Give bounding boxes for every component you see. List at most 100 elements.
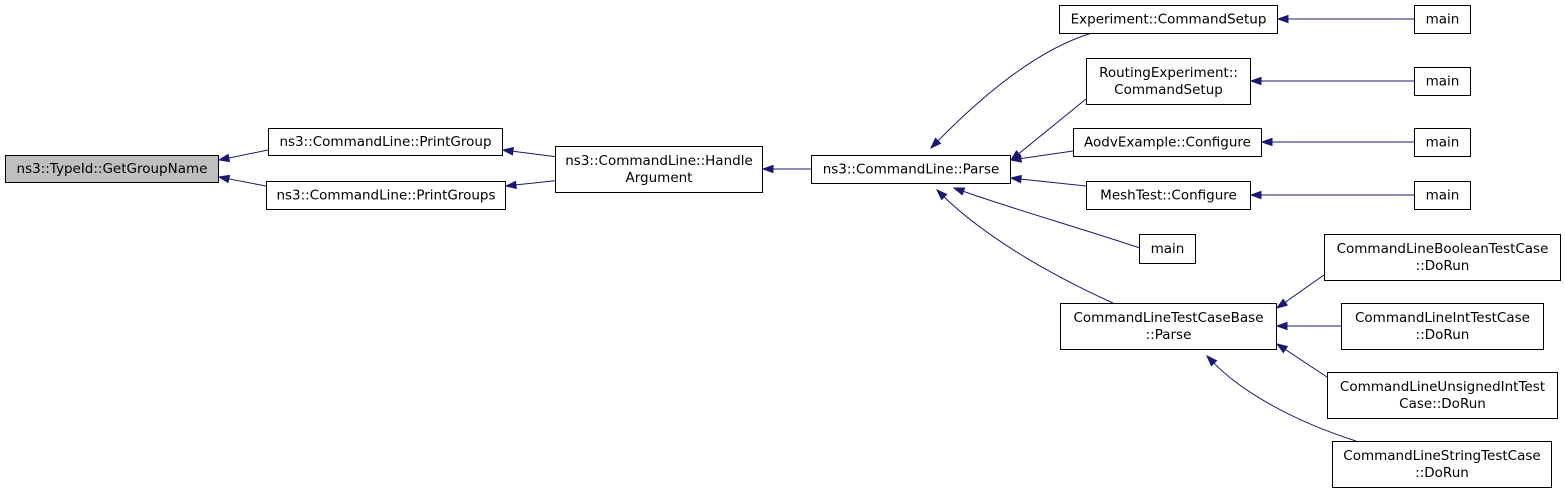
node-box: [1060, 303, 1277, 350]
edge-line: [511, 150, 556, 158]
edge-printgroups-to-gettypegroup: [217, 174, 267, 187]
edge-main-experiment-to-experiment-commandsetup: [1276, 14, 1414, 24]
edge-arrowhead: [217, 153, 231, 163]
edge-line: [962, 190, 1141, 249]
node-box: [811, 155, 1011, 184]
node-box: [1414, 67, 1471, 96]
node-box: [1086, 181, 1251, 210]
edge-arrowhead: [1009, 174, 1022, 184]
edge-unsignedint-dorun-to-testcasebase-parse: [1275, 343, 1328, 378]
node-label: ::Parse: [1146, 327, 1192, 343]
node-label: ::DoRun: [1416, 258, 1470, 274]
edge-main-parse-to-parse: [952, 187, 1141, 249]
node-main-routing[interactable]: main: [1414, 67, 1471, 96]
edge-testcasebase-parse-to-parse: [935, 188, 1114, 304]
node-box: [1324, 234, 1561, 281]
node-label: main: [1426, 135, 1460, 151]
node-main-aodv[interactable]: main: [1414, 128, 1471, 157]
node-main-parse[interactable]: main: [1139, 234, 1196, 264]
node-label: CommandLineTestCaseBase: [1073, 310, 1263, 326]
node-routingexperiment-commandsetup[interactable]: RoutingExperiment::CommandSetup: [1086, 58, 1251, 105]
node-label: MeshTest::Configure: [1100, 188, 1237, 204]
node-testcasebase-parse[interactable]: CommandLineTestCaseBase::Parse: [1060, 303, 1277, 350]
node-gettypegroup[interactable]: ns3::TypeId::GetGroupName: [5, 155, 219, 183]
node-parse[interactable]: ns3::CommandLine::Parse: [811, 155, 1011, 184]
node-box: [5, 155, 219, 183]
node-label: CommandLineBooleanTestCase: [1337, 241, 1549, 257]
edge-arrowhead: [1260, 137, 1273, 147]
nodes-layer: ns3::TypeId::GetGroupNamens3::CommandLin…: [5, 5, 1561, 488]
edge-line: [514, 180, 556, 186]
node-main-experiment[interactable]: main: [1414, 5, 1471, 34]
edge-boolean-dorun-to-testcasebase-parse: [1275, 274, 1325, 309]
edge-main-routing-to-routingexperiment-commandsetup: [1249, 76, 1414, 86]
node-label: ns3::TypeId::GetGroupName: [17, 161, 208, 177]
node-label: ns3::CommandLine::PrintGroups: [276, 188, 495, 204]
node-printgroup[interactable]: ns3::CommandLine::PrintGroup: [268, 128, 503, 156]
edge-arrowhead: [1249, 76, 1262, 86]
edge-printgroup-to-gettypegroup: [217, 149, 269, 163]
node-label: CommandSetup: [1114, 82, 1223, 98]
node-string-dorun[interactable]: CommandLineStringTestCase::DoRun: [1332, 441, 1552, 488]
node-label: ns3::CommandLine::PrintGroup: [279, 134, 491, 150]
node-box: [1414, 5, 1471, 34]
edge-int-dorun-to-testcasebase-parse: [1275, 321, 1341, 331]
edge-line: [936, 32, 1093, 142]
node-label: main: [1426, 74, 1460, 90]
edge-parse-to-handleargument: [761, 164, 811, 174]
node-box: [1086, 58, 1251, 105]
edge-arrowhead: [929, 137, 942, 150]
node-box: [555, 146, 763, 193]
node-aodvexample-configure[interactable]: AodvExample::Configure: [1073, 128, 1262, 157]
node-label: ::DoRun: [1415, 465, 1469, 481]
edge-arrowhead: [504, 180, 517, 190]
node-boolean-dorun[interactable]: CommandLineBooleanTestCase::DoRun: [1324, 234, 1561, 281]
node-label: RoutingExperiment::: [1099, 65, 1238, 81]
node-label: CommandLineStringTestCase: [1343, 448, 1540, 464]
node-box: [1327, 372, 1558, 419]
node-meshtest-configure[interactable]: MeshTest::Configure: [1086, 181, 1251, 210]
node-printgroups[interactable]: ns3::CommandLine::PrintGroups: [266, 181, 506, 210]
node-box: [1414, 128, 1471, 157]
node-box: [1059, 5, 1278, 34]
edge-line: [1284, 274, 1325, 304]
node-experiment-commandsetup[interactable]: Experiment::CommandSetup: [1059, 5, 1278, 34]
edge-arrowhead: [217, 174, 231, 184]
edge-main-aodv-to-aodvexample-configure: [1260, 137, 1414, 147]
node-label: Argument: [626, 170, 693, 186]
edge-arrowhead: [1009, 154, 1023, 163]
edge-line: [227, 178, 267, 187]
node-label: main: [1426, 12, 1460, 28]
node-box: [1341, 303, 1544, 350]
edge-arrowhead: [1276, 14, 1289, 24]
node-label: main: [1426, 188, 1460, 204]
edge-aodvexample-configure-to-parse: [1009, 150, 1074, 163]
edge-arrowhead: [935, 188, 948, 201]
edge-arrowhead: [501, 147, 514, 156]
node-label: CommandLineIntTestCase: [1355, 310, 1530, 326]
edge-arrowhead: [1275, 298, 1289, 309]
edge-arrowhead: [952, 187, 966, 196]
node-box: [1332, 441, 1552, 488]
node-box: [1139, 234, 1196, 264]
node-int-dorun[interactable]: CommandLineIntTestCase::DoRun: [1341, 303, 1544, 350]
edges-layer: [217, 14, 1414, 442]
node-main-mesh[interactable]: main: [1414, 181, 1471, 210]
node-label: ::DoRun: [1416, 327, 1470, 343]
node-label: Experiment::CommandSetup: [1071, 12, 1267, 28]
edge-arrowhead: [1275, 343, 1289, 354]
edge-line: [1212, 362, 1357, 442]
edge-meshtest-configure-to-parse: [1009, 174, 1087, 187]
node-box: [1073, 128, 1262, 157]
node-box: [1414, 181, 1471, 210]
node-label: Case::DoRun: [1399, 396, 1486, 412]
node-label: ns3::CommandLine::Handle: [565, 153, 753, 169]
edge-line: [227, 149, 269, 159]
edge-experiment-commandsetup-to-parse: [929, 32, 1093, 150]
node-label: AodvExample::Configure: [1084, 135, 1251, 151]
node-box: [268, 128, 503, 156]
edge-arrowhead: [761, 164, 774, 174]
